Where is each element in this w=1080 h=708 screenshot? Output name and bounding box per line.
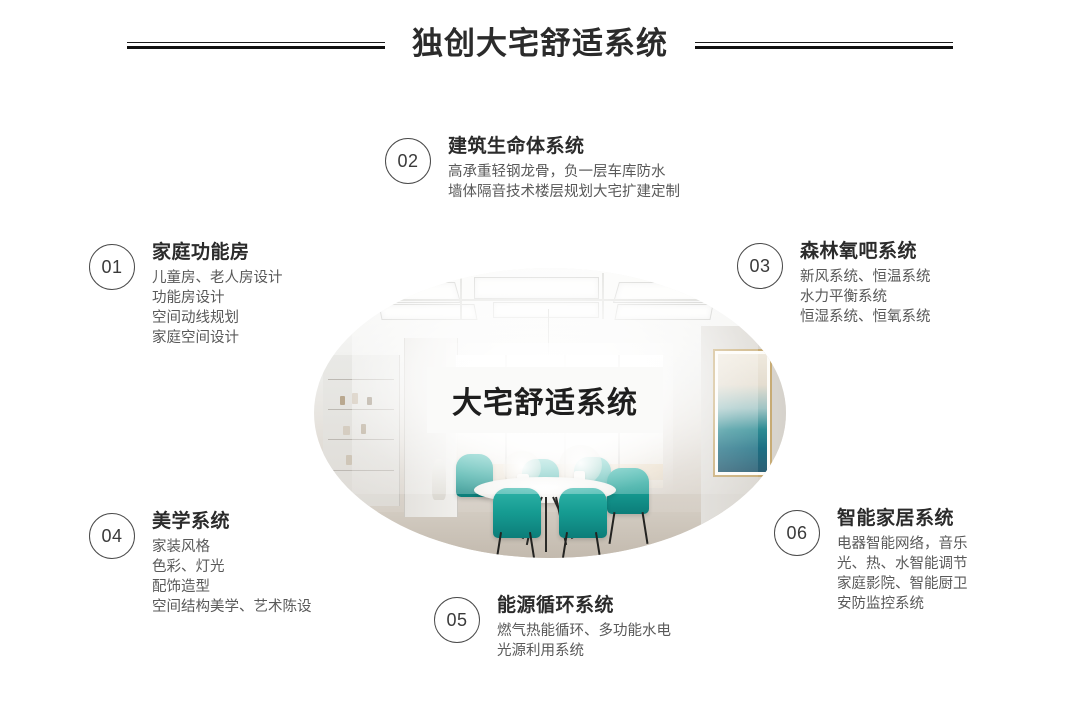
feature-line: 家装风格 bbox=[152, 539, 210, 555]
number-badge-06: 06 bbox=[774, 510, 820, 556]
page-header: 独创大宅舒适系统 bbox=[0, 22, 1080, 82]
feature-item-01-lines: 儿童房、老人房设计 功能房设计 空间动线规划 家庭空间设计 bbox=[152, 268, 283, 348]
number-badge-label: 01 bbox=[101, 257, 123, 277]
feature-line: 安防监控系统 bbox=[837, 596, 924, 612]
feature-line: 光源利用系统 bbox=[497, 643, 584, 659]
dining-chair bbox=[493, 488, 541, 538]
display-shelving bbox=[323, 355, 400, 506]
number-badge-04: 04 bbox=[89, 513, 135, 559]
title-rule-right-icon bbox=[695, 42, 953, 50]
center-caption-text: 大宅舒适系统 bbox=[452, 387, 638, 420]
feature-item-02-heading: 建筑生命体系统 bbox=[448, 136, 585, 157]
number-badge-label: 05 bbox=[446, 610, 468, 630]
framed-artwork bbox=[712, 349, 772, 477]
floor-sculpture bbox=[432, 459, 447, 500]
feature-item-04-body: 美学系统 家装风格 色彩、灯光 配饰造型 空间结构美学、艺术陈设 bbox=[152, 509, 312, 617]
feature-line: 配饰造型 bbox=[152, 579, 210, 595]
number-badge-label: 03 bbox=[749, 256, 771, 276]
dining-chair bbox=[559, 488, 607, 538]
feature-line: 家庭影院、智能厨卫 bbox=[837, 576, 968, 592]
feature-line: 水力平衡系统 bbox=[800, 289, 887, 305]
feature-line: 燃气热能循环、多功能水电 bbox=[497, 623, 671, 639]
feature-line: 功能房设计 bbox=[152, 290, 225, 306]
feature-line: 光、热、水智能调节 bbox=[837, 556, 968, 572]
feature-line: 空间结构美学、艺术陈设 bbox=[152, 599, 312, 615]
feature-item-02-body: 建筑生命体系统 高承重轻钢龙骨，负一层车库防水 墙体隔音技术楼层规划大宅扩建定制 bbox=[448, 134, 680, 202]
feature-line: 新风系统、恒温系统 bbox=[800, 269, 931, 285]
feature-line: 家庭空间设计 bbox=[152, 330, 239, 346]
feature-item-02-lines: 高承重轻钢龙骨，负一层车库防水 墙体隔音技术楼层规划大宅扩建定制 bbox=[448, 162, 680, 202]
feature-item-04-lines: 家装风格 色彩、灯光 配饰造型 空间结构美学、艺术陈设 bbox=[152, 537, 312, 617]
feature-item-04-heading: 美学系统 bbox=[152, 511, 231, 532]
feature-item-05-body: 能源循环系统 燃气热能循环、多功能水电 光源利用系统 bbox=[497, 593, 671, 661]
number-badge-label: 02 bbox=[397, 151, 419, 171]
number-badge-02: 02 bbox=[385, 138, 431, 184]
page-title: 独创大宅舒适系统 bbox=[412, 26, 668, 61]
feature-line: 儿童房、老人房设计 bbox=[152, 270, 283, 286]
number-badge-05: 05 bbox=[434, 597, 480, 643]
center-caption-box: 大宅舒适系统 bbox=[427, 367, 663, 433]
feature-line: 高承重轻钢龙骨，负一层车库防水 bbox=[448, 164, 666, 180]
feature-item-06-body: 智能家居系统 电器智能网络，音乐 光、热、水智能调节 家庭影院、智能厨卫 安防监… bbox=[837, 506, 968, 614]
title-rule-left-icon bbox=[127, 42, 385, 50]
feature-item-05-heading: 能源循环系统 bbox=[497, 595, 615, 616]
feature-line: 墙体隔音技术楼层规划大宅扩建定制 bbox=[448, 184, 680, 200]
feature-item-06-lines: 电器智能网络，音乐 光、热、水智能调节 家庭影院、智能厨卫 安防监控系统 bbox=[837, 534, 968, 614]
feature-line: 色彩、灯光 bbox=[152, 559, 225, 575]
feature-item-01-body: 家庭功能房 儿童房、老人房设计 功能房设计 空间动线规划 家庭空间设计 bbox=[152, 240, 283, 348]
feature-item-03-body: 森林氧吧系统 新风系统、恒温系统 水力平衡系统 恒湿系统、恒氧系统 bbox=[800, 239, 931, 327]
feature-line: 恒湿系统、恒氧系统 bbox=[800, 309, 931, 325]
feature-line: 空间动线规划 bbox=[152, 310, 239, 326]
feature-item-06-heading: 智能家居系统 bbox=[837, 508, 955, 529]
number-badge-label: 06 bbox=[786, 523, 808, 543]
feature-item-01-heading: 家庭功能房 bbox=[152, 242, 250, 263]
feature-item-03-lines: 新风系统、恒温系统 水力平衡系统 恒湿系统、恒氧系统 bbox=[800, 267, 931, 327]
number-badge-label: 04 bbox=[101, 526, 123, 546]
feature-item-03-heading: 森林氧吧系统 bbox=[800, 241, 918, 262]
number-badge-03: 03 bbox=[737, 243, 783, 289]
feature-line: 电器智能网络，音乐 bbox=[837, 536, 968, 552]
feature-item-05-lines: 燃气热能循环、多功能水电 光源利用系统 bbox=[497, 621, 671, 661]
number-badge-01: 01 bbox=[89, 244, 135, 290]
